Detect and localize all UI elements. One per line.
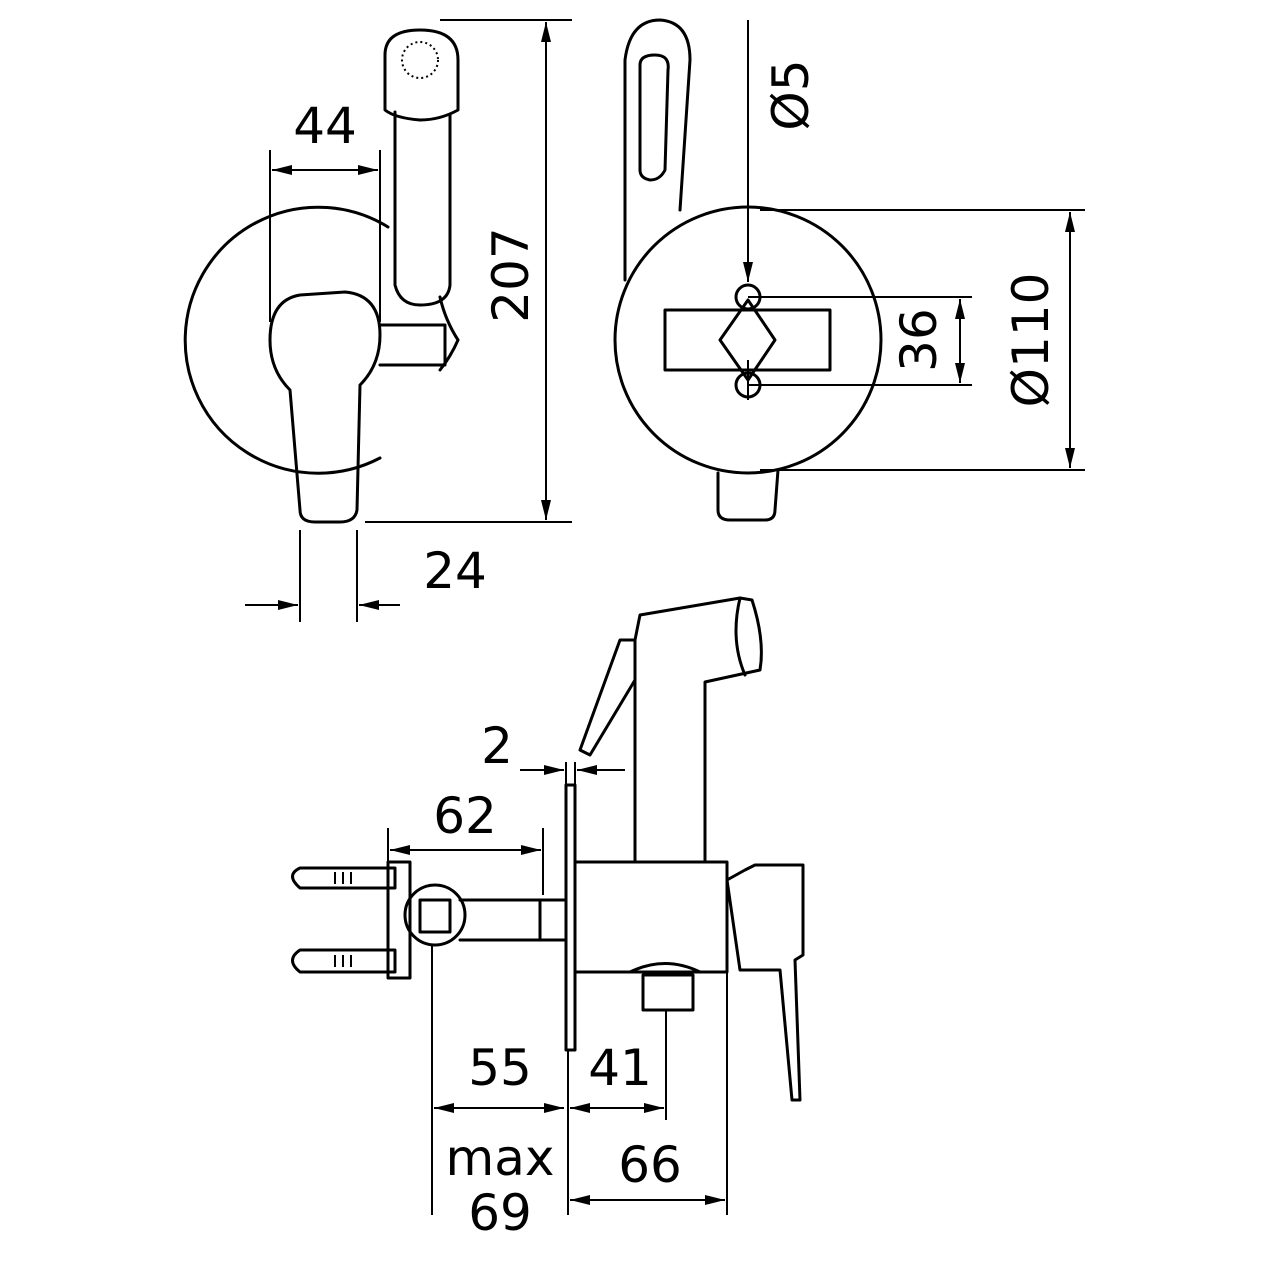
lever-handle [268, 290, 382, 524]
valve-body [573, 860, 729, 974]
wall-anchor-bottom [291, 948, 397, 974]
dim-max-label: max [446, 1129, 555, 1187]
dim-d5-label: Ø5 [762, 59, 820, 130]
dim-44-label: 44 [293, 97, 357, 155]
hand-shower [633, 596, 763, 862]
front-view: 44 207 24 [183, 19, 572, 622]
profile-view: 2 62 55 41 max 69 66 [291, 596, 805, 1242]
wall-anchor-top [291, 866, 397, 890]
spout [383, 28, 460, 307]
lever-profile [725, 863, 805, 1102]
dim-55-label: 55 [468, 1039, 532, 1097]
dim-24-label: 24 [423, 542, 487, 600]
dim-62-label: 62 [433, 787, 497, 845]
dim-207-label: 207 [482, 227, 540, 322]
dim-66-label: 66 [618, 1136, 682, 1194]
trigger [578, 638, 637, 757]
dim-2-label: 2 [481, 717, 513, 775]
dim-69-label: 69 [468, 1184, 532, 1242]
dim-d110-label: Ø110 [1002, 273, 1060, 408]
dim-36-label: 36 [890, 308, 948, 372]
side-view: Ø5 36 Ø110 [613, 18, 1085, 522]
spray-head-icon [401, 41, 439, 79]
dim-41-label: 41 [588, 1039, 652, 1097]
